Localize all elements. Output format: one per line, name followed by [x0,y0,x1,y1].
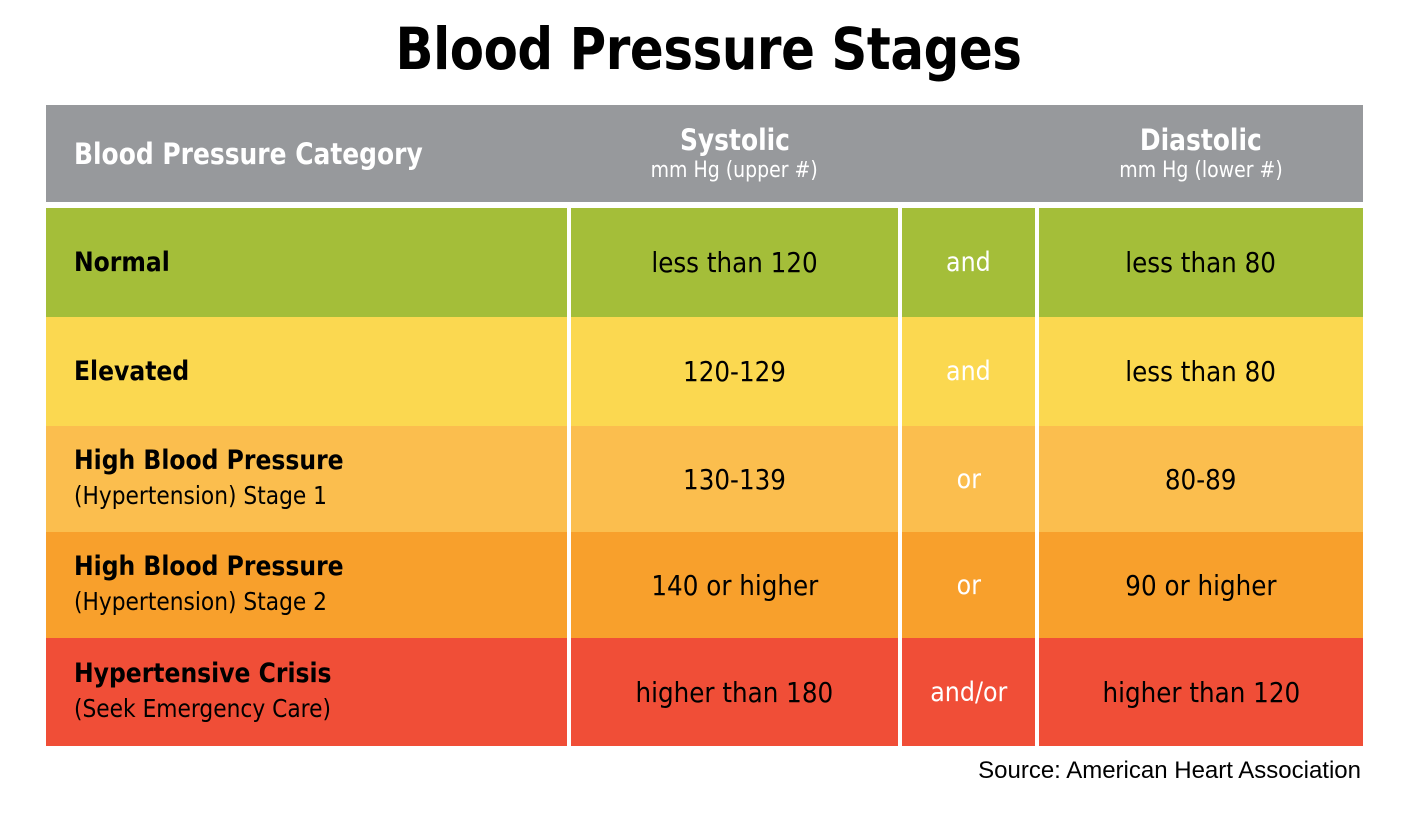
category-sublabel: (Seek Emergency Care) [74,694,332,723]
cell-systolic: less than 120 [567,208,898,317]
cell-category: Hypertensive Crisis (Seek Emergency Care… [46,638,567,746]
cell-operator: or [898,532,1035,638]
diastolic-value: higher than 120 [1102,675,1300,709]
category-label: Normal [74,246,170,278]
operator-value: and [946,247,991,278]
cell-operator: and [898,208,1035,317]
table-row: Normal less than 120 and less than 80 [46,208,1363,317]
cell-diastolic: less than 80 [1035,208,1363,317]
category-sublabel: (Hypertension) Stage 2 [74,587,328,616]
category-label: High Blood Pressure [74,551,344,582]
table-row: Hypertensive Crisis (Seek Emergency Care… [46,638,1363,746]
cell-category: Elevated [46,317,567,426]
diastolic-value: less than 80 [1125,355,1277,388]
operator-value: and [946,356,991,387]
cell-diastolic: 80-89 [1035,426,1363,532]
cell-systolic: higher than 180 [567,638,898,746]
table-row: High Blood Pressure (Hypertension) Stage… [46,532,1363,638]
cell-diastolic: less than 80 [1035,317,1363,426]
header-cell-category: Blood Pressure Category [46,105,567,202]
cell-operator: and [898,317,1035,426]
systolic-value: 140 or higher [651,568,818,602]
cell-diastolic: 90 or higher [1035,532,1363,638]
header-cell-systolic: Systolic mm Hg (upper #) [567,105,898,202]
header-sublabel-diastolic: mm Hg (lower #) [1119,157,1283,183]
category-label: High Blood Pressure [74,445,344,476]
header-label-category: Blood Pressure Category [74,136,423,171]
header-label-systolic: Systolic [679,122,790,157]
table-row: Elevated 120-129 and less than 80 [46,317,1363,426]
diastolic-value: 80-89 [1165,462,1237,496]
operator-value: and/or [929,676,1007,708]
cell-category: High Blood Pressure (Hypertension) Stage… [46,532,567,638]
cell-category: High Blood Pressure (Hypertension) Stage… [46,426,567,532]
header-sublabel-systolic: mm Hg (upper #) [650,157,819,183]
table-row: High Blood Pressure (Hypertension) Stage… [46,426,1363,532]
diastolic-value: less than 80 [1125,246,1277,279]
cell-operator: or [898,426,1035,532]
table-header-row: Blood Pressure Category Systolic mm Hg (… [46,105,1363,202]
category-sublabel: (Hypertension) Stage 1 [74,481,328,510]
page-title: Blood Pressure Stages [395,15,1022,83]
cell-systolic: 130-139 [567,426,898,532]
cell-systolic: 120-129 [567,317,898,426]
operator-value: or [956,569,981,601]
source-attribution: Source: American Heart Association [978,757,1361,784]
systolic-value: higher than 180 [635,675,834,709]
operator-value: or [956,463,981,495]
cell-diastolic: higher than 120 [1035,638,1363,746]
systolic-value: less than 120 [651,246,818,279]
header-label-diastolic: Diastolic [1140,122,1262,157]
systolic-value: 130-139 [683,462,786,496]
category-label: Hypertensive Crisis [74,658,332,689]
header-cell-diastolic: Diastolic mm Hg (lower #) [1035,105,1363,202]
header-body-divider [46,202,1363,208]
blood-pressure-table: Blood Pressure Category Systolic mm Hg (… [46,105,1363,746]
cell-category: Normal [46,208,567,317]
header-cell-operator [898,105,1035,202]
cell-systolic: 140 or higher [567,532,898,638]
diastolic-value: 90 or higher [1125,568,1277,602]
systolic-value: 120-129 [683,355,786,388]
category-label: Elevated [74,355,190,387]
cell-operator: and/or [898,638,1035,746]
